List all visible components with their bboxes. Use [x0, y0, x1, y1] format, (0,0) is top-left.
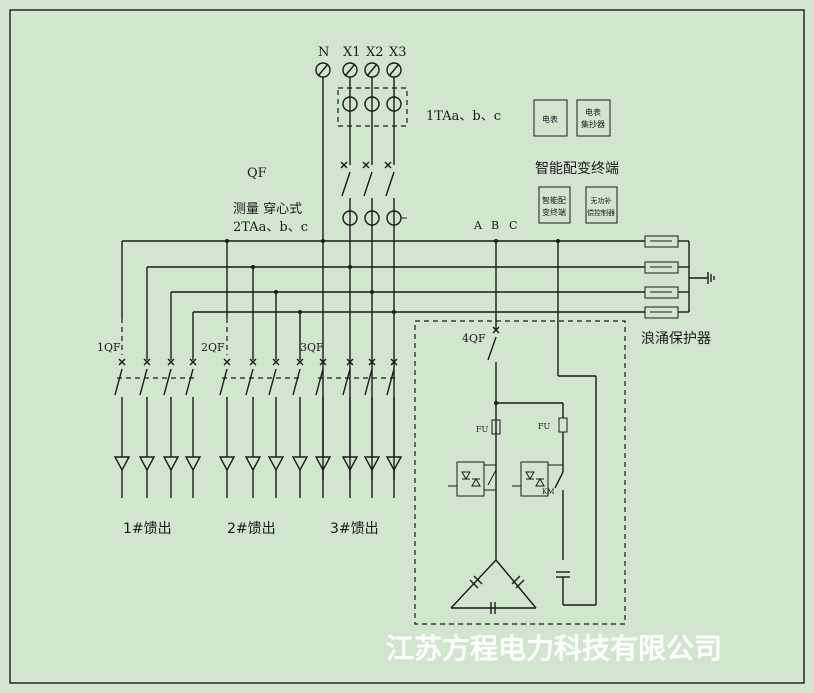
- delta-capacitor-bank: [450, 559, 537, 614]
- fuse-2: [558, 417, 568, 433]
- feeder-breaker-cross: [189, 358, 197, 366]
- feeder-breaker-cross: [319, 358, 327, 366]
- bus-lines: [122, 239, 645, 314]
- feeder-breaker-cross: [249, 358, 257, 366]
- feeder-breaker-cross: [368, 358, 376, 366]
- meter-box: [533, 99, 568, 137]
- feeder-switch-blade: [219, 368, 228, 396]
- terminal-block: [315, 62, 402, 78]
- qf2-label: 2QF: [201, 341, 225, 354]
- terminal-x3-label: X3: [389, 45, 407, 60]
- feeder-switch-blade: [139, 368, 148, 396]
- meter-collector-line2: 集抄器: [581, 119, 605, 129]
- breaker-4qf: [487, 241, 563, 560]
- ct1-label: 1TAa、b、c: [426, 109, 501, 124]
- feeder-breakers: [113, 241, 403, 498]
- fuse-1: [491, 419, 501, 435]
- terminal-x1-label: X1: [343, 45, 361, 60]
- qf-label: QF: [247, 166, 267, 181]
- main-breaker-qf: [340, 161, 395, 197]
- feeder-cable-terminal: [291, 456, 309, 472]
- measure-label: 测量 穿心式: [233, 201, 302, 217]
- meter-collector-box: [576, 99, 611, 137]
- qf1-label: 1QF: [97, 341, 121, 354]
- meter-label: 电表: [542, 114, 558, 124]
- feeder-cable-terminal: [363, 456, 381, 472]
- var-controller-line1: 无功补: [591, 196, 612, 205]
- diagram-border: [9, 9, 805, 684]
- terminal-x2-label: X2: [366, 45, 384, 60]
- feeder-breaker-cross: [346, 358, 354, 366]
- var-controller-box: [585, 186, 618, 224]
- smart-terminal-line1: 智能配: [542, 195, 566, 205]
- feeder-cable-terminal: [314, 456, 332, 472]
- feeder-switch-blade: [114, 368, 123, 396]
- terminal-group-label: 智能配变终端: [535, 161, 619, 177]
- ct2-label: 2TAa、b、c: [233, 220, 308, 235]
- thyristor-switch-1: [448, 461, 497, 497]
- feeder2-label: 2#馈出: [227, 521, 276, 537]
- smart-terminal-line2: 变终端: [542, 207, 566, 217]
- feeder-cable-terminal: [244, 456, 262, 472]
- feeder-cable-terminal: [341, 456, 359, 472]
- thyristor-switch-2: [512, 450, 564, 560]
- feeder1-label: 1#馈出: [123, 521, 172, 537]
- feeder-cable-terminal: [218, 456, 236, 472]
- surge-protector: [644, 235, 715, 319]
- feeder-cable-terminal: [267, 456, 285, 472]
- feeder-breaker-cross: [296, 358, 304, 366]
- capacitor-cabinet-box: [414, 320, 626, 625]
- feeder-switch-blade: [315, 368, 324, 396]
- feeder-switch-blade: [386, 368, 395, 396]
- var-controller-line2: 偿控制器: [587, 208, 615, 217]
- feeder3-label: 3#馈出: [330, 521, 379, 537]
- surge-protector-label: 浪涌保护器: [641, 331, 711, 347]
- feeder-breaker-cross: [390, 358, 398, 366]
- phase-a-label: A: [473, 219, 483, 232]
- feeder-cable-terminal: [113, 456, 131, 472]
- company-watermark: 江苏方程电力科技有限公司: [386, 632, 722, 665]
- fu1-label: FU: [476, 425, 489, 434]
- phase-c-label: C: [509, 219, 517, 232]
- feeder-cable-terminal: [385, 456, 403, 472]
- qf3-label: 3QF: [300, 341, 324, 354]
- feeder-breaker-cross: [167, 358, 175, 366]
- feeder-switch-blade: [364, 368, 373, 396]
- terminal-n-label: N: [318, 45, 329, 60]
- ct1-symbols: [342, 96, 402, 112]
- smart-terminal-box: [538, 186, 571, 224]
- feeder-cable-terminal: [184, 456, 202, 472]
- fu2-label: FU: [538, 422, 551, 431]
- single-capacitor: [556, 241, 597, 606]
- feeder-switch-blade: [163, 368, 172, 396]
- feeder-breaker-cross: [223, 358, 231, 366]
- feeder-breaker-cross: [118, 358, 126, 366]
- feeder-switch-blade: [185, 368, 194, 396]
- ct2-symbols: [342, 210, 407, 226]
- feeder-switch-blade: [268, 368, 277, 396]
- km-label: KM: [542, 488, 554, 496]
- feeder-breaker-cross: [272, 358, 280, 366]
- qf4-label: 4QF: [462, 332, 486, 345]
- feeder-switch-blade: [342, 368, 351, 396]
- feeder-switch-blade: [245, 368, 254, 396]
- phase-b-label: B: [491, 219, 499, 232]
- feeder-cable-terminal: [138, 456, 156, 472]
- feeder-breaker-cross: [143, 358, 151, 366]
- meter-collector-line1: 电表: [585, 107, 601, 117]
- feeder-switch-blade: [292, 368, 301, 396]
- feeder-cable-terminal: [162, 456, 180, 472]
